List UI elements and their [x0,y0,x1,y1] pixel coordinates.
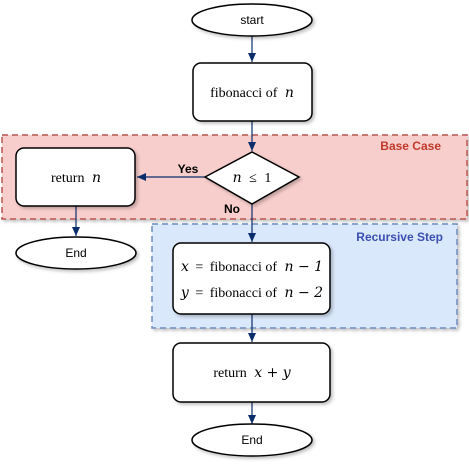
assign-y-label: y = fibonacci of n − 2 [180,285,323,301]
end-node-bottom[interactable]: End [191,423,313,457]
start-node[interactable]: start [191,3,313,37]
no-label: No [224,202,240,216]
return-n-text: return [51,171,84,186]
return-n-var: n [92,170,101,186]
fibonacci-label-text: fibonacci of [210,86,278,101]
assign-y-eq: = [195,286,203,301]
condition-label: n ≤ 1 [233,170,272,186]
return-sum-node[interactable]: return x + y [172,342,331,403]
condition-value: 1 [264,171,271,186]
assign-x-label: x = fibonacci of n − 1 [181,259,323,275]
assign-x-var: x [181,259,189,275]
return-n-node[interactable]: return n [15,147,136,207]
assign-x-text: fibonacci of [210,260,278,275]
end-node-left[interactable]: End [15,236,137,270]
condition-node[interactable]: n ≤ 1 [203,151,301,205]
fibonacci-label-var: n [285,85,294,101]
fibonacci-label: fibonacci of n [210,85,294,101]
assignment-node[interactable]: x = fibonacci of n − 1 y = fibonacci of … [172,242,331,315]
return-sum-label: return x + y [213,365,291,381]
fibonacci-process-node[interactable]: fibonacci of n [192,62,313,122]
base-case-label: Base Case [380,139,441,153]
yes-label: Yes [178,162,199,176]
recursive-step-label: Recursive Step [356,230,443,244]
assign-y-var: y [180,285,190,301]
assign-x-arg: n − 1 [285,259,324,275]
start-label: start [240,13,264,27]
return-sum-text: return [213,366,246,381]
condition-var: n [233,170,242,186]
end-left-label: End [65,246,86,260]
assign-y-arg: n − 2 [285,285,324,301]
condition-op: ≤ [249,171,257,186]
edges [72,35,256,424]
assign-y-text: fibonacci of [210,286,278,301]
return-sum-expr: x + y [254,365,292,381]
assign-x-eq: = [195,260,203,275]
return-n-label: return n [51,170,101,186]
end-bottom-label: End [241,433,262,447]
